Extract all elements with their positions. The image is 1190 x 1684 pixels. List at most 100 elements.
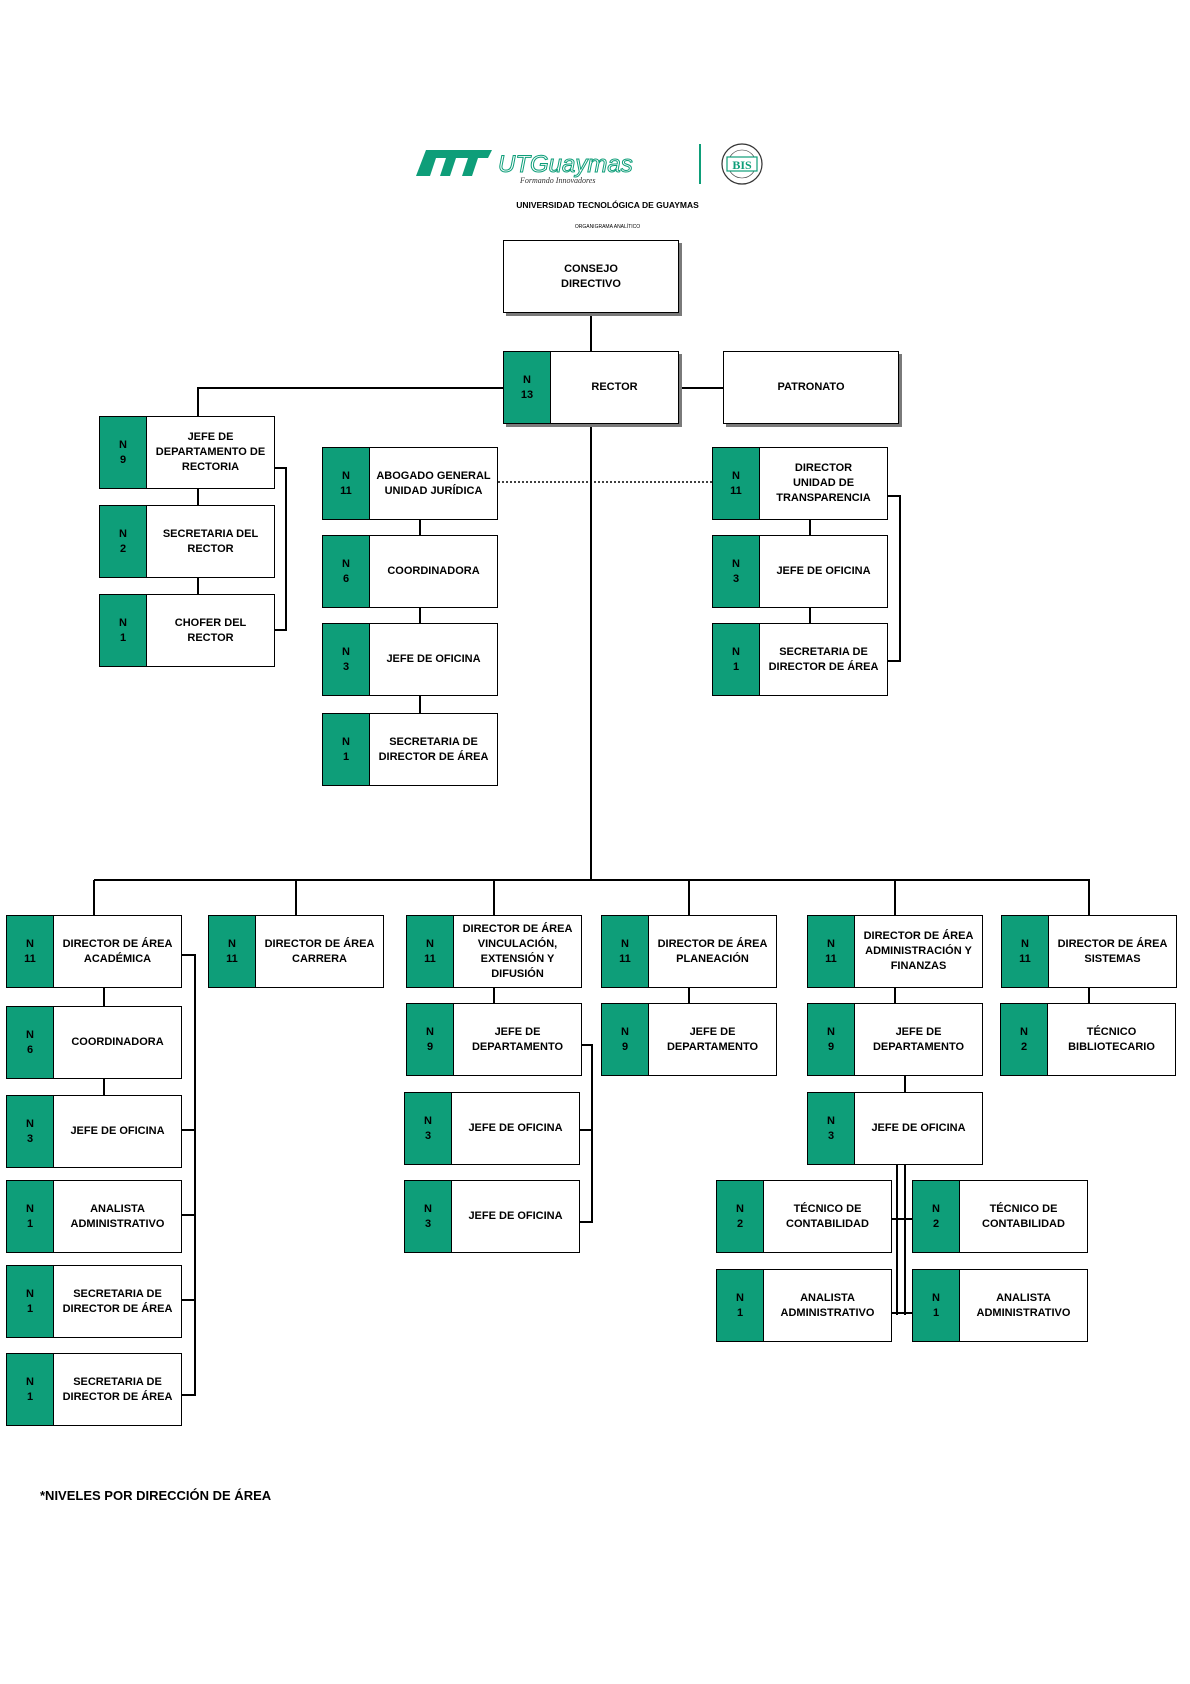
- level-prefix: N: [342, 645, 350, 658]
- node-vinculacion-jefe-depto: N 9 JEFE DE DEPARTAMENTO: [406, 1003, 582, 1076]
- level-number: 11: [1019, 952, 1031, 965]
- node-label: SECRETARIA DEL RECTOR: [162, 527, 259, 555]
- level-number: 9: [621, 1040, 629, 1053]
- level-number: 11: [226, 952, 238, 965]
- level-number: 3: [424, 1129, 432, 1142]
- node-label: JEFE DE OFICINA: [70, 1125, 165, 1137]
- node-label: ANALISTA ADMINISTRATIVO: [70, 1202, 165, 1230]
- level-prefix: N: [827, 1114, 835, 1127]
- level-number: 2: [1020, 1040, 1028, 1053]
- node-label: JEFE DE DEPARTAMENTO: [666, 1025, 759, 1053]
- line-academica-bracket: [182, 954, 196, 1396]
- node-label: ANALISTA ADMINISTRATIVO: [976, 1291, 1071, 1319]
- level-number: 11: [619, 952, 631, 965]
- node-label: ANALISTA ADMINISTRATIVO: [780, 1291, 875, 1319]
- level-prefix: N: [827, 937, 835, 950]
- level-badge: N 11: [7, 916, 54, 987]
- node-label: JEFE DE OFICINA: [386, 653, 481, 665]
- level-number: 11: [825, 952, 837, 965]
- level-badge: N 11: [808, 916, 855, 987]
- level-prefix: N: [932, 1291, 940, 1304]
- line-director-bus: [93, 879, 1090, 915]
- level-number: 6: [342, 572, 350, 585]
- level-prefix: N: [342, 469, 350, 482]
- level-number: 1: [26, 1390, 34, 1403]
- level-prefix: N: [228, 937, 236, 950]
- node-academica: N 11 DIRECTOR DE ÁREA ACADÉMICA: [6, 915, 182, 988]
- node-label: COORDINADORA: [71, 1036, 164, 1048]
- line-administracion-branches: [892, 1165, 912, 1315]
- level-badge: N 11: [209, 916, 256, 987]
- node-label: DIRECTOR DE ÁREA CARRERA: [264, 937, 375, 965]
- node-label: SECRETARIA DE DIRECTOR DE ÁREA: [378, 735, 489, 763]
- line-vinculacion-bracket: [580, 1044, 593, 1223]
- level-prefix: N: [426, 937, 434, 950]
- level-prefix: N: [1020, 1025, 1028, 1038]
- node-label: ABOGADO GENERAL UNIDAD JURÍDICA: [376, 469, 491, 497]
- node-label: SECRETARIA DE DIRECTOR DE ÁREA: [62, 1375, 173, 1403]
- level-prefix: N: [342, 735, 350, 748]
- line-administracion-chain: [894, 988, 906, 1092]
- level-number: 3: [732, 572, 740, 585]
- level-prefix: N: [736, 1291, 744, 1304]
- node-label: JEFE DE DEPARTAMENTO: [471, 1025, 564, 1053]
- node-carrera: N 11 DIRECTOR DE ÁREA CARRERA: [208, 915, 384, 988]
- level-number: 3: [827, 1129, 835, 1142]
- level-number: 11: [24, 952, 36, 965]
- bis-seal-icon: BIS: [721, 143, 763, 185]
- level-number: 9: [426, 1040, 434, 1053]
- level-prefix: N: [119, 527, 127, 540]
- logo-tagline: Formando Innovadores: [519, 176, 595, 185]
- level-prefix: N: [732, 469, 740, 482]
- node-label: DIRECTOR DE ÁREA ACADÉMICA: [62, 937, 173, 965]
- logo-wordmark: UTGuaymas: [498, 151, 633, 178]
- level-number: 11: [340, 484, 352, 497]
- level-number: 2: [736, 1217, 744, 1230]
- chart-subtitle: ORGANIGRAMA ANALÍTICO: [574, 224, 641, 230]
- node-label: JEFE DE OFICINA: [468, 1210, 563, 1222]
- node-label: JEFE DE DEPARTAMENTO DE RECTORIA: [155, 431, 266, 473]
- level-prefix: N: [26, 937, 34, 950]
- level-prefix: N: [26, 1202, 34, 1215]
- node-label: DIRECTOR DE ÁREA ADMINISTRACIÓN Y FINANZ…: [863, 930, 974, 972]
- level-prefix: N: [119, 616, 127, 629]
- node-label: JEFE DE DEPARTAMENTO: [872, 1025, 965, 1053]
- level-number: 1: [26, 1302, 34, 1315]
- node-label: CONSEJO DIRECTIVO: [561, 262, 621, 290]
- level-prefix: N: [932, 1202, 940, 1215]
- level-prefix: N: [26, 1028, 34, 1041]
- node-label: JEFE DE OFICINA: [468, 1122, 563, 1134]
- footer-note: *NIVELES POR DIRECCIÓN DE ÁREA: [40, 1488, 272, 1503]
- node-label: DIRECTOR UNIDAD DE TRANSPARENCIA: [776, 462, 871, 504]
- line-rector-rectoria: [197, 387, 503, 416]
- level-prefix: N: [426, 1025, 434, 1038]
